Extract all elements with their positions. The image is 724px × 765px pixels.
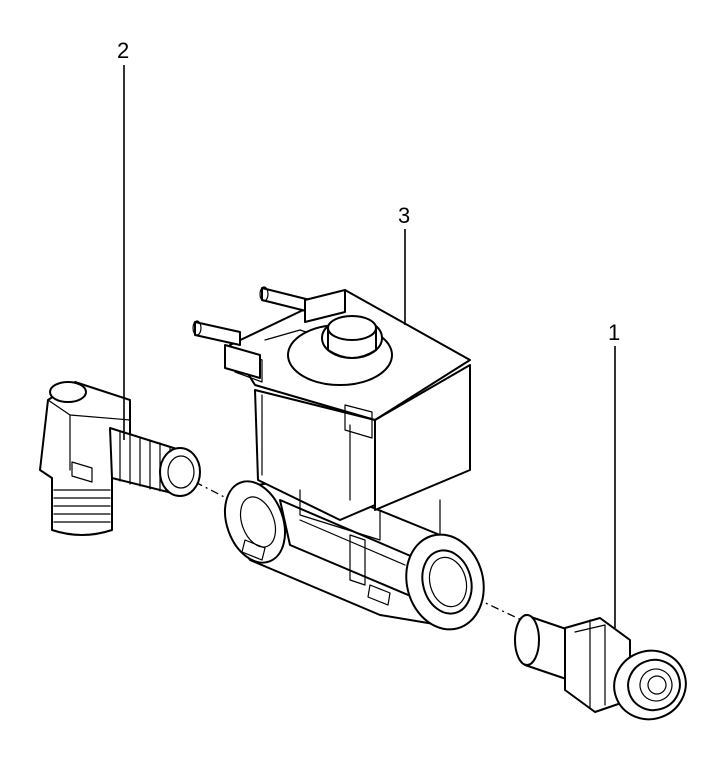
callout-3: 3 xyxy=(398,203,410,228)
center-line-right xyxy=(474,597,531,625)
part-3-solenoid-valve xyxy=(192,286,485,631)
part-1-push-connector xyxy=(514,614,687,721)
part-2-elbow-fitting xyxy=(39,381,201,536)
callout-1: 1 xyxy=(608,320,620,345)
callout-2: 2 xyxy=(117,38,129,63)
